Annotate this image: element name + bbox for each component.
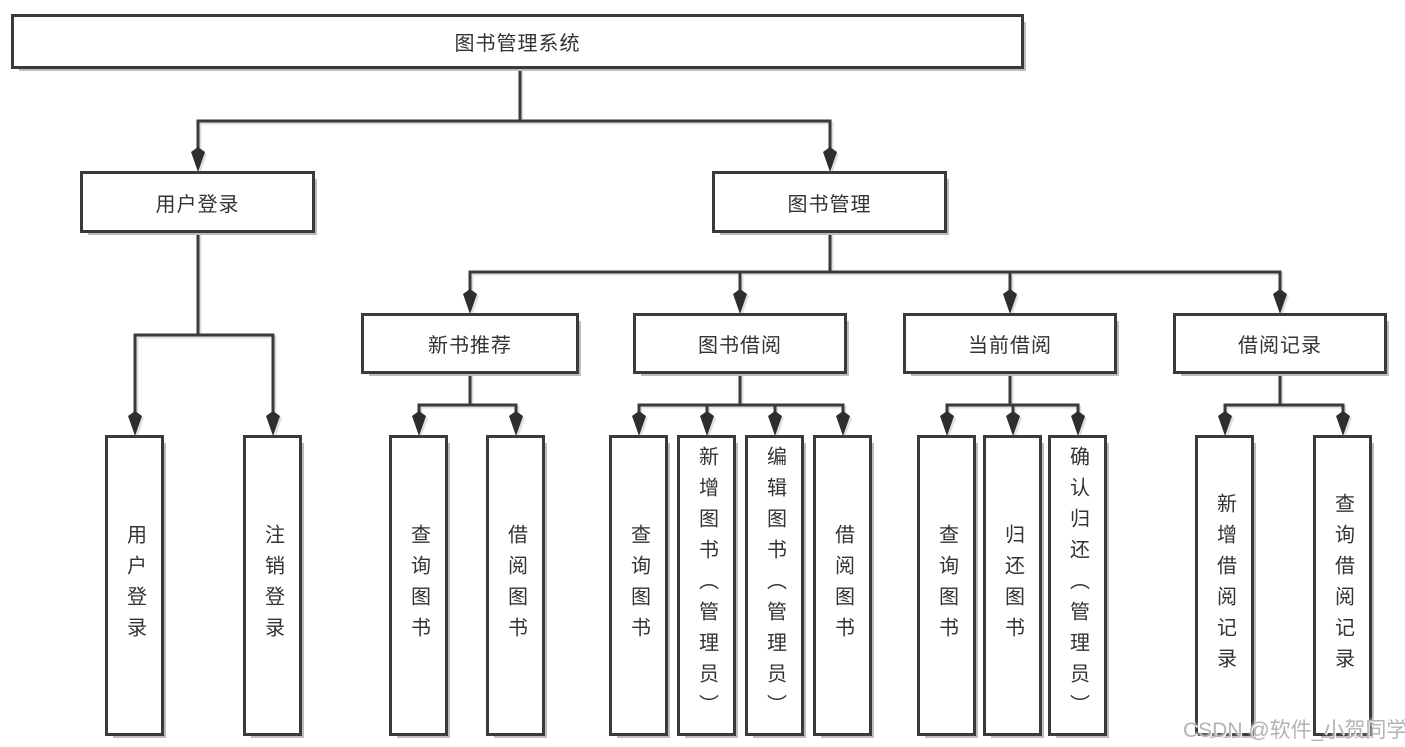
arrowhead [1006, 411, 1020, 436]
node-label: 当前借阅 [968, 335, 1052, 357]
node-label: 查询图书 [935, 523, 958, 648]
node-label: 编辑图书（管理员） [763, 446, 786, 725]
arrowhead [940, 411, 954, 436]
node-leaf-add-book-admin: 新增图书（管理员） [677, 435, 736, 736]
arrowhead [509, 411, 523, 436]
csdn-watermark: CSDN @软件_小贺同学 [1183, 719, 1405, 742]
node-label: 图书管理系统 [454, 33, 581, 55]
node-label: 借阅图书 [504, 523, 527, 648]
node-user-login: 用户登录 [80, 171, 315, 233]
arrowhead [768, 411, 782, 436]
node-leaf-query-borrow-record: 查询借阅记录 [1313, 435, 1372, 736]
arrowhead [733, 289, 747, 314]
node-label: 确认归还（管理员） [1066, 446, 1089, 725]
arrowhead [1218, 411, 1232, 436]
arrowhead [836, 411, 850, 436]
node-label: 图书管理 [787, 193, 872, 216]
node-label: 查询借阅记录 [1331, 492, 1354, 679]
arrowhead [823, 147, 837, 172]
node-book-management: 图书管理 [712, 171, 947, 233]
arrowhead [1003, 289, 1017, 314]
arrowhead [412, 411, 426, 436]
arrowhead [191, 147, 205, 172]
node-library-management-system: 图书管理系统 [11, 14, 1024, 69]
node-leaf-query-books-recommendation: 查询图书 [389, 435, 448, 736]
arrowhead [1071, 411, 1085, 436]
node-label: 新书推荐 [428, 335, 512, 357]
arrowhead [128, 411, 142, 436]
node-label: 图书借阅 [698, 335, 782, 357]
node-label: 注销登录 [261, 523, 284, 648]
node-label: 用户登录 [155, 193, 240, 216]
arrowhead [463, 289, 477, 314]
node-label: 查询图书 [627, 523, 650, 648]
arrowhead [266, 411, 280, 436]
node-label: 新增图书（管理员） [695, 446, 718, 725]
node-borrowing-records: 借阅记录 [1173, 313, 1387, 374]
node-leaf-query-books-current: 查询图书 [917, 435, 976, 736]
node-leaf-logout: 注销登录 [243, 435, 302, 736]
node-leaf-borrow-books-borrowing: 借阅图书 [813, 435, 872, 736]
node-current-borrowing: 当前借阅 [903, 313, 1117, 374]
node-label: 借阅记录 [1238, 335, 1322, 357]
node-leaf-query-books-borrowing: 查询图书 [609, 435, 668, 736]
node-label: 用户登录 [123, 523, 146, 648]
arrowhead [700, 411, 714, 436]
node-label: 归还图书 [1001, 523, 1024, 648]
node-leaf-edit-book-admin: 编辑图书（管理员） [745, 435, 804, 736]
node-label: 新增借阅记录 [1213, 492, 1236, 679]
node-leaf-add-borrow-record: 新增借阅记录 [1195, 435, 1254, 736]
node-new-book-recommendation: 新书推荐 [361, 313, 579, 374]
node-label: 查询图书 [407, 523, 430, 648]
arrowhead [1336, 411, 1350, 436]
node-leaf-return-books: 归还图书 [983, 435, 1042, 736]
arrowhead [1273, 289, 1287, 314]
node-leaf-confirm-return-admin: 确认归还（管理员） [1048, 435, 1107, 736]
node-leaf-user-login: 用户登录 [105, 435, 164, 736]
node-book-borrowing: 图书借阅 [633, 313, 847, 374]
node-label: 借阅图书 [831, 523, 854, 648]
arrowhead [632, 411, 646, 436]
node-leaf-borrow-books-recommendation: 借阅图书 [486, 435, 545, 736]
